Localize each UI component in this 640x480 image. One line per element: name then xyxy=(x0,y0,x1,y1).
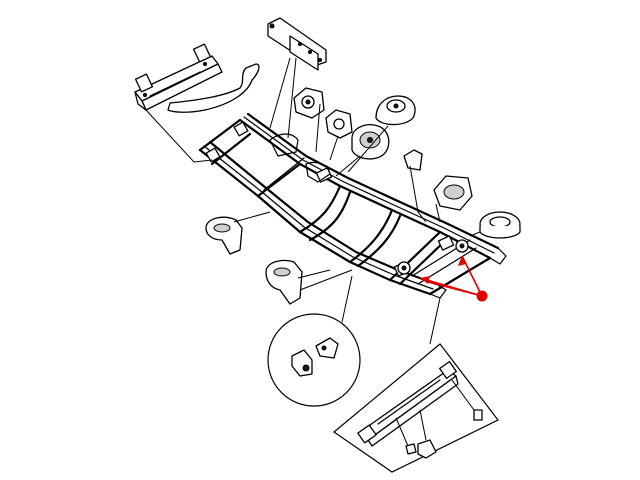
callout-dot-icon xyxy=(476,290,488,302)
leader-lines xyxy=(145,57,481,345)
tube-bar-part xyxy=(167,63,260,113)
detail-circle-inset xyxy=(267,313,361,407)
upper-bracket-part xyxy=(267,17,327,71)
frame-details xyxy=(205,121,469,277)
detail-box-inset xyxy=(333,343,499,473)
engine-mount-left-part xyxy=(293,87,325,119)
engine-mount-center-part xyxy=(325,109,353,139)
mount-cup-part xyxy=(375,95,416,126)
transmission-mount-part xyxy=(351,124,390,160)
callout-pointer xyxy=(419,255,488,302)
small-bracket-part xyxy=(403,149,423,171)
frame-crossmembers xyxy=(198,118,492,296)
spring-seat-upper-part xyxy=(433,175,473,211)
rear-spring-bracket-part xyxy=(205,216,243,255)
rear-crossmember-part xyxy=(134,43,223,111)
spring-seat-pad-part xyxy=(479,211,521,239)
lower-shackle-bracket-part xyxy=(265,259,303,305)
